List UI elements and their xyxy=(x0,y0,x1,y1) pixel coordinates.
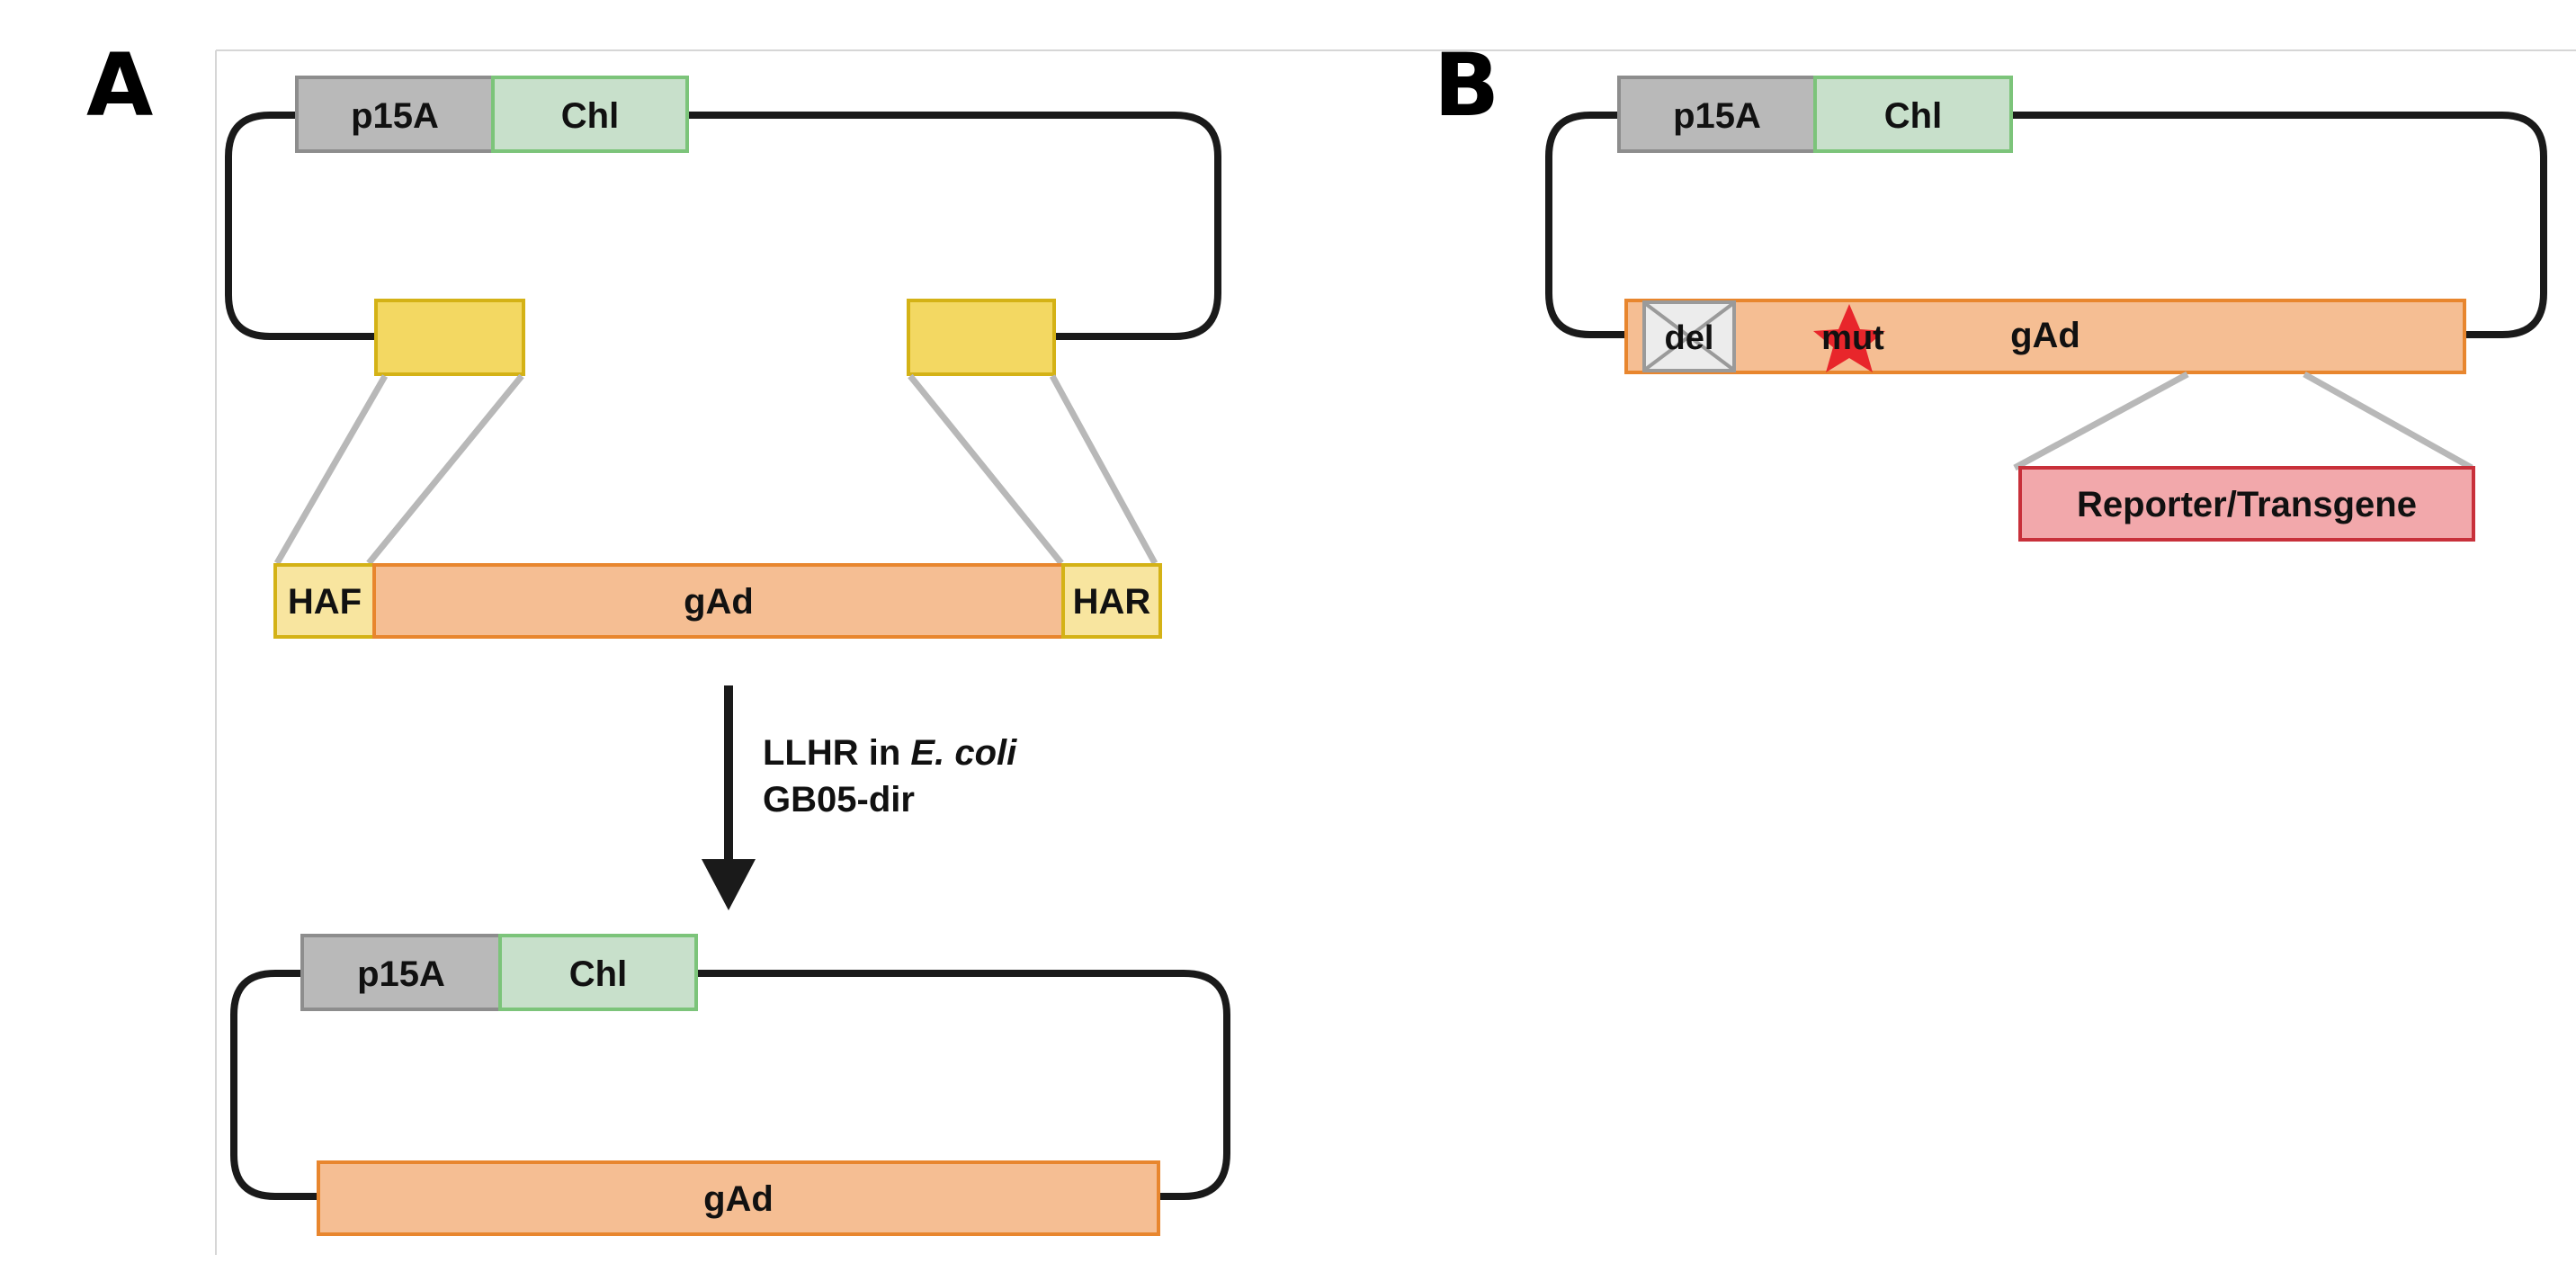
panel-a-right-homology-box xyxy=(907,299,1056,376)
panel-b-reporter-box xyxy=(2018,466,2475,542)
panel-a-connector-2 xyxy=(366,373,524,566)
panel-a-product-p15a-label: p15A xyxy=(357,954,445,994)
panel-b-deletion-label: del xyxy=(1665,319,1714,357)
panel-a-connector-3 xyxy=(908,373,1064,566)
panel-a-vector-backbone xyxy=(225,112,1221,340)
panel-a-p15a-label: p15A xyxy=(351,96,439,136)
panel-b-mutation-star-icon xyxy=(1813,304,1885,372)
panel-b-reporter-label: Reporter/Transgene xyxy=(2077,485,2417,524)
panel-a-product-gad-label: gAd xyxy=(703,1179,774,1219)
panel-a-product-chl-label: Chl xyxy=(569,954,627,994)
panel-a-chl-label: Chl xyxy=(561,96,619,136)
panel-b-connector-1 xyxy=(2013,371,2189,471)
panel-a-gad-fragment-box xyxy=(372,563,1065,639)
panel-b-p15a-label: p15A xyxy=(1673,96,1761,136)
panel-a-product-gad-box xyxy=(317,1160,1160,1236)
panel-a-connector-1 xyxy=(273,374,389,565)
panel-b-gad-label: gAd xyxy=(2010,316,2080,355)
panel-a-arrow-label-line1: LLHR in E. coli xyxy=(763,733,1017,773)
panel-a-product-chl-box xyxy=(498,934,698,1011)
panel-b-mutation-label: mut xyxy=(1821,319,1884,357)
panel-b-letter: B xyxy=(1434,35,1499,136)
panel-a: A p15A Chl HAF gAd HAR LLHR in E. coli G… xyxy=(86,35,1230,1236)
panel-a-product-p15a-box xyxy=(300,934,502,1011)
panel-a-left-homology-box xyxy=(374,299,525,376)
panel-b-connector-2 xyxy=(2303,371,2473,471)
panel-b: B p15A Chl del mut gAd Reporter/Transgen… xyxy=(1434,35,2547,542)
panel-a-connector-4 xyxy=(1049,374,1158,565)
panel-a-arrow-head xyxy=(702,859,756,910)
panel-a-haf-label: HAF xyxy=(288,582,362,622)
panel-b-deletion-cross-2 xyxy=(1644,302,1734,371)
panel-b-chl-label: Chl xyxy=(1884,96,1942,136)
panel-a-haf-box xyxy=(273,563,376,639)
panel-a-product-backbone xyxy=(230,970,1230,1200)
panel-a-har-label: HAR xyxy=(1073,582,1151,622)
panel-b-chl-box xyxy=(1813,76,2013,153)
panel-b-p15a-box xyxy=(1617,76,1817,153)
panel-b-gad-box xyxy=(1624,299,2466,374)
panel-a-arrow-label-line2: GB05-dir xyxy=(763,780,915,820)
panel-a-har-box xyxy=(1061,563,1162,639)
panel-a-p15a-box xyxy=(295,76,495,153)
panel-a-chl-box xyxy=(491,76,689,153)
panel-b-vector-backbone xyxy=(1545,112,2547,338)
panel-a-letter: A xyxy=(86,35,153,136)
panel-a-gad-fragment-label: gAd xyxy=(684,582,754,622)
